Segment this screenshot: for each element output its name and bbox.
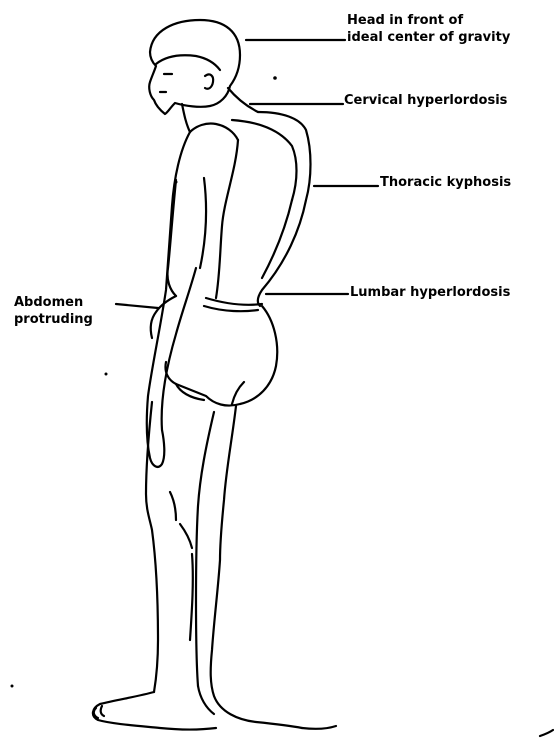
head-outline <box>149 20 240 114</box>
dot-mark-3 <box>105 373 108 376</box>
label-thoracic-kyphosis: Thoracic kyphosis <box>380 174 511 191</box>
back-outline <box>258 112 311 306</box>
label-abdomen-line1: Abdomen <box>14 294 93 311</box>
ground-edge <box>540 730 553 736</box>
leg-front-outline <box>146 402 158 692</box>
shoulder-strap-right <box>232 120 297 200</box>
leader-abdomen <box>116 304 158 308</box>
shirt-side <box>262 200 292 278</box>
knee-mark-2 <box>180 524 192 548</box>
neck-front <box>182 104 190 132</box>
shoulder-strap-left <box>190 123 238 140</box>
label-head-in-front: Head in front of ideal center of gravity <box>347 12 510 46</box>
hair-line <box>156 55 220 70</box>
label-abdomen-protruding: Abdomen protruding <box>14 294 93 328</box>
ear-outline <box>205 74 213 88</box>
ground-line <box>302 726 336 729</box>
label-cervical-hyperlordosis: Cervical hyperlordosis <box>344 92 507 109</box>
leg-back-outline <box>211 406 302 728</box>
foot-toes <box>94 706 104 718</box>
dot-mark-1 <box>273 76 277 80</box>
label-abdomen-line2: protruding <box>14 311 93 328</box>
dot-mark-2 <box>175 181 178 184</box>
shorts-crease <box>232 382 244 404</box>
knee-mark <box>170 492 176 520</box>
foot-near <box>93 692 216 730</box>
arm-inner <box>200 178 206 268</box>
neck-back <box>228 88 258 112</box>
shirt-back-panel <box>216 140 238 298</box>
calf-line <box>190 554 193 640</box>
label-head-line1: Head in front of <box>347 12 510 29</box>
label-lumbar-hyperlordosis: Lumbar hyperlordosis <box>350 284 510 301</box>
dot-mark-4 <box>11 685 14 688</box>
label-head-line2: ideal center of gravity <box>347 29 510 46</box>
waistband <box>206 298 262 305</box>
waistband-lower <box>204 306 258 311</box>
